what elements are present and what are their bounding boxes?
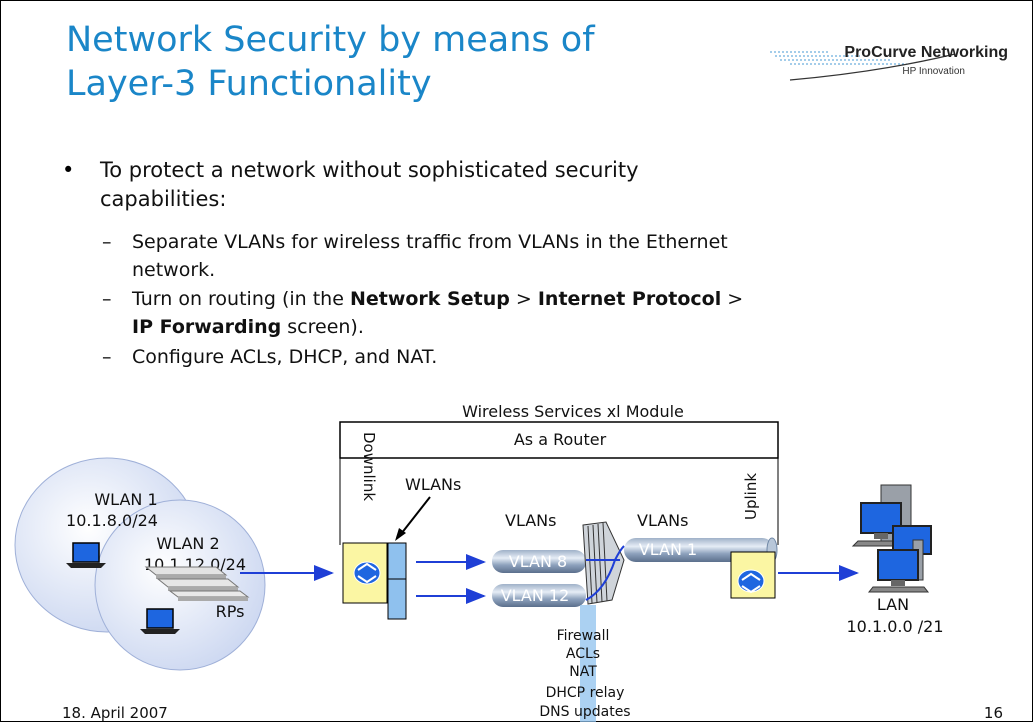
- sub-bullet-1-line2: network.: [132, 259, 216, 281]
- access-point-icon: [144, 566, 250, 601]
- footer-date: 18. April 2007: [62, 704, 168, 722]
- bold-ip-forwarding: IP Forwarding: [132, 316, 282, 338]
- fw-label-firewall: Firewall: [557, 628, 610, 644]
- logo-sub-text: HP Innovation: [902, 66, 965, 77]
- title-line-1: Network Security by means of: [66, 20, 595, 60]
- vlan8-label: VLAN 8: [509, 552, 567, 571]
- vlan12-label: VLAN 12: [501, 586, 570, 605]
- bold-internet-protocol: Internet Protocol: [537, 288, 722, 310]
- bullet-dot: •: [62, 158, 75, 182]
- dash-marker: –: [102, 231, 112, 253]
- bold-network-setup: Network Setup: [349, 288, 510, 310]
- router-box: [339, 421, 779, 459]
- sub-bullet-1: – Separate VLANs for wireless traffic fr…: [102, 228, 802, 284]
- desktop-computer-icon: [867, 539, 930, 593]
- wlans-pointer-head: [395, 528, 406, 541]
- rps-label: RPs: [216, 602, 245, 621]
- sub-bullet-2-line2: IP Forwarding screen).: [132, 316, 364, 338]
- firewall-icon: [582, 521, 625, 605]
- vlan12-tube: VLAN 12: [492, 584, 586, 607]
- downlink-label: Downlink: [360, 432, 378, 501]
- router-icon: [353, 561, 381, 585]
- router-label: As a Router: [514, 430, 607, 449]
- uplink-label: Uplink: [742, 473, 760, 520]
- vlan1-label: VLAN 1: [639, 540, 697, 559]
- lan-net-label: 10.1.0.0 /21: [847, 617, 944, 636]
- logo-swoosh-icon: [770, 51, 956, 81]
- router-icon: [737, 569, 765, 594]
- sub-bullet-1-line1: Separate VLANs for wireless traffic from…: [132, 231, 728, 253]
- fw-label-dns: DNS updates: [539, 704, 630, 720]
- dash-marker: –: [102, 346, 112, 368]
- wlans-label: WLANs: [405, 475, 461, 494]
- sub-bullet-3: – Configure ACLs, DHCP, and NAT.: [102, 343, 802, 371]
- dash-marker: –: [102, 288, 112, 310]
- wlan1-net: 10.1.8.0/24: [66, 511, 158, 530]
- logo-main-text: ProCurve Networking: [844, 44, 1008, 61]
- laptop-icon: [140, 608, 180, 634]
- bullet-main-line2: capabilities:: [100, 187, 227, 211]
- fw-label-nat: NAT: [569, 664, 597, 680]
- wlans-pointer: [400, 496, 431, 535]
- wlan-port-2: [387, 578, 407, 620]
- wlan1-name: WLAN 1: [94, 490, 157, 509]
- firewall-highlight: [580, 605, 596, 722]
- page-number: 16: [983, 704, 1003, 722]
- fw-label-dhcp: DHCP relay: [546, 685, 625, 701]
- sub-bullet-3-text: Configure ACLs, DHCP, and NAT.: [132, 346, 438, 368]
- desktop-computer-icon: [851, 484, 912, 547]
- sub-bullet-2-line1: Turn on routing (in the Network Setup > …: [132, 288, 744, 310]
- slide-title: Network Security by means of Layer-3 Fun…: [66, 18, 595, 106]
- wlan-port-1: [387, 542, 407, 580]
- fw-label-acls: ACLs: [566, 646, 600, 662]
- sub-bullet-2: – Turn on routing (in the Network Setup …: [102, 285, 802, 341]
- vlan8-tube: VLAN 8: [492, 550, 586, 573]
- title-line-2: Layer-3 Functionality: [66, 64, 432, 104]
- procurve-logo: ProCurve Networking HP Innovation: [770, 42, 1010, 94]
- bullet-main-line1: To protect a network without sophisticat…: [100, 158, 639, 182]
- module-title: Wireless Services xl Module: [462, 402, 684, 421]
- wlan2-name: WLAN 2: [156, 534, 219, 553]
- vlans-right-label: VLANs: [637, 511, 688, 530]
- bullet-main: To protect a network without sophisticat…: [100, 156, 820, 214]
- vlans-left-label: VLANs: [505, 511, 556, 530]
- lan-label: LAN: [877, 595, 909, 614]
- laptop-icon: [66, 542, 106, 568]
